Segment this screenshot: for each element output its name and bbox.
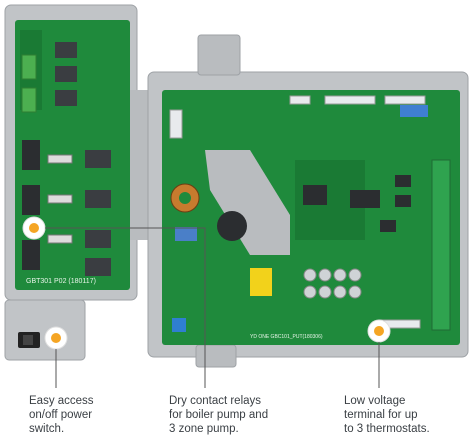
callout-lines [45, 227, 380, 388]
marker-relays [22, 216, 46, 240]
marker-low-voltage [367, 319, 391, 343]
left-board-label: GBT301 P02 (180117) [26, 278, 96, 285]
callout-power-switch: Easy access on/off power switch. [29, 395, 94, 435]
main-pcb: YD ONE GBC101_PUT(180306) [162, 90, 460, 345]
callout-low-voltage-terminal: Low voltage terminal for up to 3 thermos… [344, 395, 430, 435]
left-pcb: GBT301 P02 (180117) [15, 20, 130, 290]
callout-dry-contact-relays: Dry contact relays for boiler pump and 3… [169, 395, 269, 435]
main-board-label: YD ONE GBC101_PUT(180306) [250, 334, 323, 340]
marker-power-switch [44, 326, 68, 350]
power-switch [18, 332, 40, 348]
